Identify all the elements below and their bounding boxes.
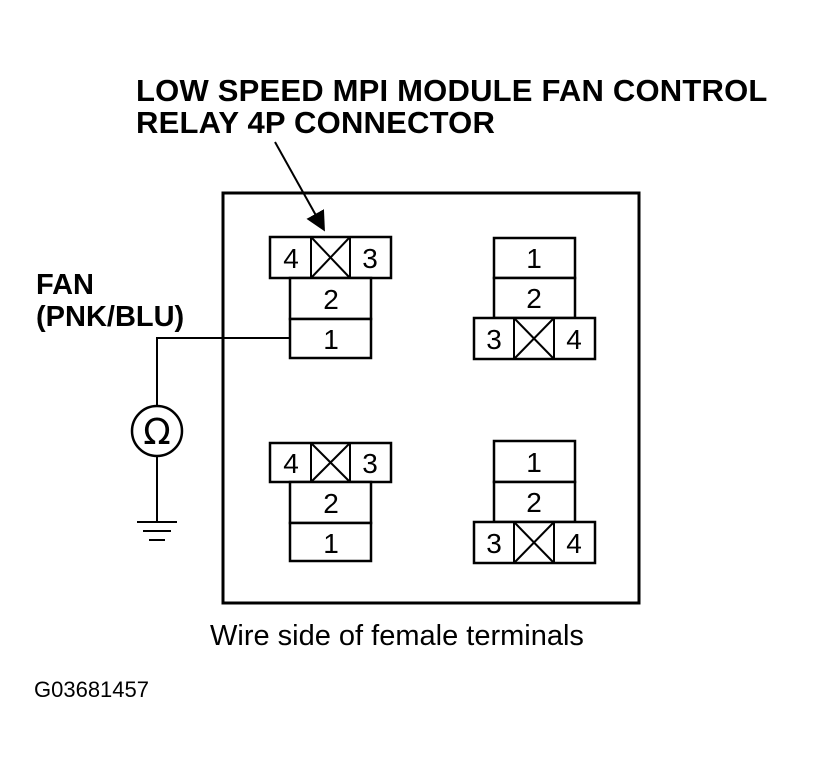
pin-label: 3 (362, 243, 378, 274)
connector-bottom-right: 1 2 3 4 (472, 439, 597, 565)
pin-label: 1 (323, 324, 339, 355)
pin-label: 2 (323, 488, 339, 519)
pin-label: 1 (526, 447, 542, 478)
diagram-caption: Wire side of female terminals (210, 620, 584, 652)
pin-label: 4 (566, 324, 582, 355)
pin-label: 3 (486, 528, 502, 559)
pin-label: 3 (362, 448, 378, 479)
connector-top-right: 1 2 3 4 (472, 236, 597, 361)
ground-icon (137, 521, 177, 541)
test-lead-wire (156, 337, 290, 408)
connector-top-left: 4 3 2 1 (268, 235, 393, 360)
pin-label: 1 (323, 528, 339, 559)
pin-label: 4 (283, 448, 299, 479)
pin-label: 2 (526, 487, 542, 518)
pin-label: 2 (526, 283, 542, 314)
pin-label: 4 (566, 528, 582, 559)
leader-arrow (274, 141, 325, 232)
diagram-title-line1: LOW SPEED MPI MODULE FAN CONTROL (136, 73, 768, 108)
pin-label: 2 (323, 284, 339, 315)
connector-frame (221, 191, 641, 605)
pin-label: 1 (526, 243, 542, 274)
figure-code: G03681457 (34, 677, 149, 702)
ohm-symbol: Ω (143, 412, 171, 453)
wire-label-line2: (PNK/BLU) (36, 301, 184, 333)
pin-label: 3 (486, 324, 502, 355)
pin-label: 4 (283, 243, 299, 274)
wire-label-line1: FAN (36, 269, 94, 301)
connector-bottom-left: 4 3 2 1 (268, 441, 393, 563)
diagram-title-line2: RELAY 4P CONNECTOR (136, 105, 495, 140)
